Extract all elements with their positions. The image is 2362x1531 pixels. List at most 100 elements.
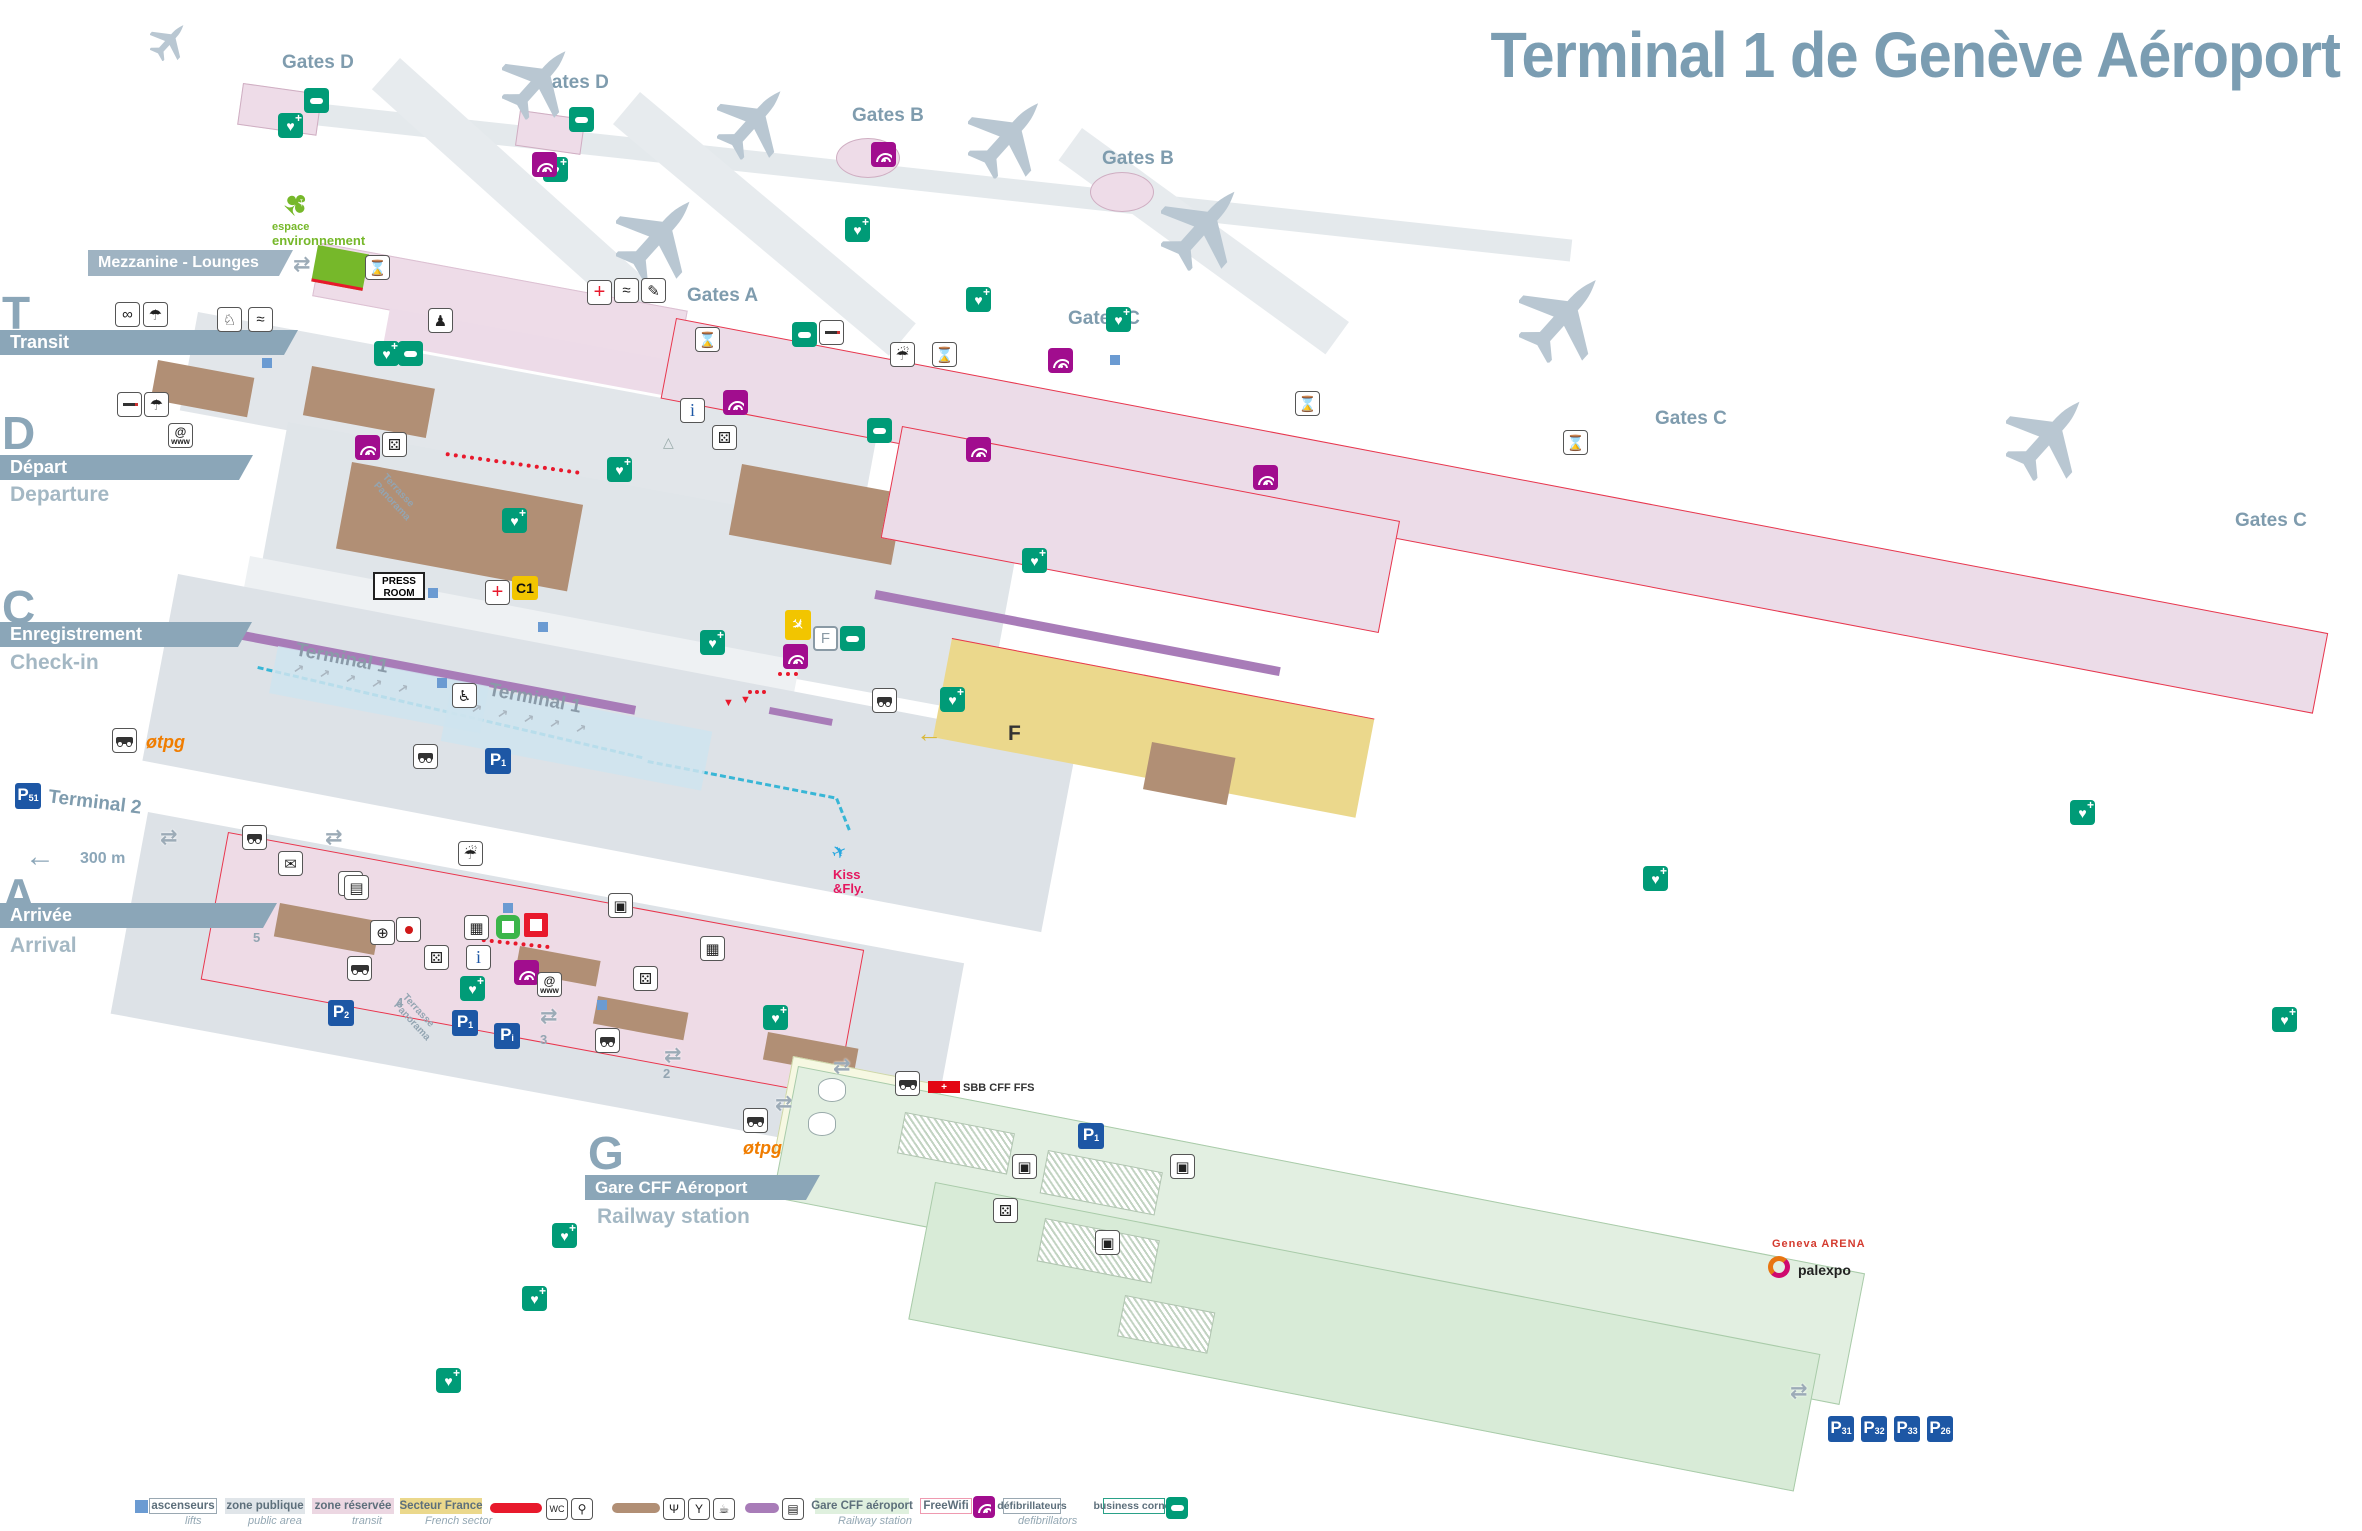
legend-public-en: public area: [248, 1515, 302, 1527]
tpg-logo-station: tpg: [743, 1138, 782, 1159]
legend-defib-label: défibrillateurs: [997, 1498, 1067, 1514]
post-icon: ✉: [278, 851, 303, 876]
espace-line2: environnement: [272, 232, 366, 248]
espace-environnement-icon: ♣✈: [275, 181, 319, 225]
distance-300m-label: 300 m: [80, 850, 126, 867]
clover-plane-icon: ✈: [294, 198, 307, 208]
tpg-bus-icon: [112, 728, 137, 753]
toilets-icon: WC: [546, 1498, 568, 1520]
customs-green-channel-icon: [496, 915, 520, 939]
escalator-arrow-icon: ⇄: [775, 1092, 793, 1115]
tpg-bus-icon: [743, 1108, 768, 1133]
defibrillator-icon: ♥: [700, 628, 725, 655]
airplane-icon: [717, 81, 793, 160]
parking-letter: P: [1830, 1418, 1842, 1437]
terminal2-label: Terminal 2: [47, 786, 143, 819]
legend-lift-swatch: [135, 1500, 148, 1513]
drinking-fountain-icon: ≈: [248, 307, 273, 332]
level-label-depart: Départ: [10, 457, 68, 477]
legend-restaurants-bar: [612, 1503, 660, 1513]
business-corner-icon: [1166, 1497, 1188, 1519]
legend-reserved-swatch: zone réservée: [312, 1498, 394, 1514]
lift-marker: [503, 903, 513, 913]
legend-checkin-bar: [745, 1503, 779, 1513]
legend-business-label: business corner: [1093, 1498, 1175, 1514]
level-letter-g: G: [588, 1127, 624, 1179]
red-triangle-2: ▼: [740, 694, 751, 706]
parking-letter: P: [1082, 1125, 1095, 1144]
departures-icon: ✈: [785, 610, 811, 640]
sbb-cross-icon: +: [941, 1081, 947, 1093]
parking-number: 33: [1907, 1426, 1918, 1436]
transfer-arrow-icon: ⇄: [325, 826, 343, 849]
currency-exchange-icon: ⊕: [370, 920, 395, 945]
lift-marker: [538, 622, 548, 632]
waiting-area-icon: ⌛: [695, 327, 720, 352]
door-number-3: 3: [540, 1032, 548, 1047]
transfer-arrow-icon: ⇄: [160, 826, 178, 849]
legend-lifts-en: lifts: [185, 1515, 202, 1527]
vending-icon: ✎: [641, 278, 666, 303]
left-luggage-icon: ▣: [1012, 1154, 1037, 1179]
legend-lifts-label: ascenseurs: [149, 1498, 217, 1514]
parking-letter: P: [456, 1012, 469, 1031]
train-icon: [895, 1071, 920, 1096]
level-label-checkin-en: Check-in: [10, 651, 99, 674]
legend-railway-en: Railway station: [838, 1515, 912, 1527]
business-corner-icon: [792, 322, 817, 347]
waiting-area-icon: ⌛: [1563, 430, 1588, 455]
lift-marker: [428, 588, 438, 598]
parking-number: 1: [501, 758, 507, 768]
defibrillator-icon: ♥: [966, 285, 991, 312]
espace-line1: espace: [272, 221, 310, 233]
parking-number: 31: [1841, 1426, 1852, 1436]
gates-b-label-2: Gates B: [1102, 148, 1174, 169]
parking-number: 32: [1874, 1426, 1885, 1436]
customs-icon: ⚄: [712, 425, 737, 450]
airplane-icon: [502, 41, 578, 120]
gates-c-label-3: Gates C: [2235, 510, 2307, 531]
wifi-icon: [783, 644, 808, 669]
level-bar-depart: Départ: [0, 455, 253, 480]
left-luggage-icon: ▣: [1170, 1154, 1195, 1179]
defibrillator-icon: ♥: [1643, 864, 1668, 891]
parking-number: i: [511, 1033, 514, 1043]
geneva-arena-label: Geneva ARENA: [1772, 1238, 1866, 1250]
car-rental-icon: [872, 688, 897, 713]
press-room-line2: ROOM: [383, 587, 415, 599]
defibrillator-icon: ♥: [940, 685, 965, 712]
internet-icon: @www: [168, 423, 193, 448]
parking-number: 1: [1094, 1133, 1100, 1143]
customs-icon: ⚄: [382, 432, 407, 457]
gates-b-label-1: Gates B: [852, 105, 924, 126]
french-sector-arrow-icon: ←: [916, 718, 942, 748]
defibrillator-icon: ♥: [845, 215, 870, 242]
wifi-icon: [1048, 348, 1073, 373]
level-label-transit: Transit: [10, 332, 70, 352]
defibrillator-icon: ♥: [502, 506, 527, 533]
information-icon: i: [680, 398, 705, 423]
prayer-room-icon: ♟: [428, 308, 453, 333]
gates-d-label-2: Gates D: [537, 72, 609, 93]
information-icon: i: [466, 945, 491, 970]
smoking-area-icon: [819, 320, 844, 345]
baby-change-icon: ⚲: [571, 1498, 593, 1520]
defibrillator-icon: ♥: [278, 111, 303, 138]
level-label-departure-en: Departure: [10, 483, 110, 506]
airplane-icon: [968, 92, 1052, 179]
car-rental-icon: [242, 825, 267, 850]
sbb-label: SBB CFF FFS: [963, 1082, 1035, 1094]
level-bar-enregistrement: Enregistrement: [0, 622, 252, 647]
door-number-2: 2: [663, 1066, 671, 1081]
parking-number: 1: [468, 1020, 474, 1030]
gates-d-label-1: Gates D: [282, 52, 354, 73]
lift-marker: [597, 1000, 607, 1010]
first-aid-icon: +: [485, 580, 510, 605]
legend-freewifi-label: FreeWifi: [920, 1498, 972, 1514]
french-sector-label: F: [1008, 722, 1021, 745]
level-label-arrival-en: Arrival: [10, 934, 77, 957]
